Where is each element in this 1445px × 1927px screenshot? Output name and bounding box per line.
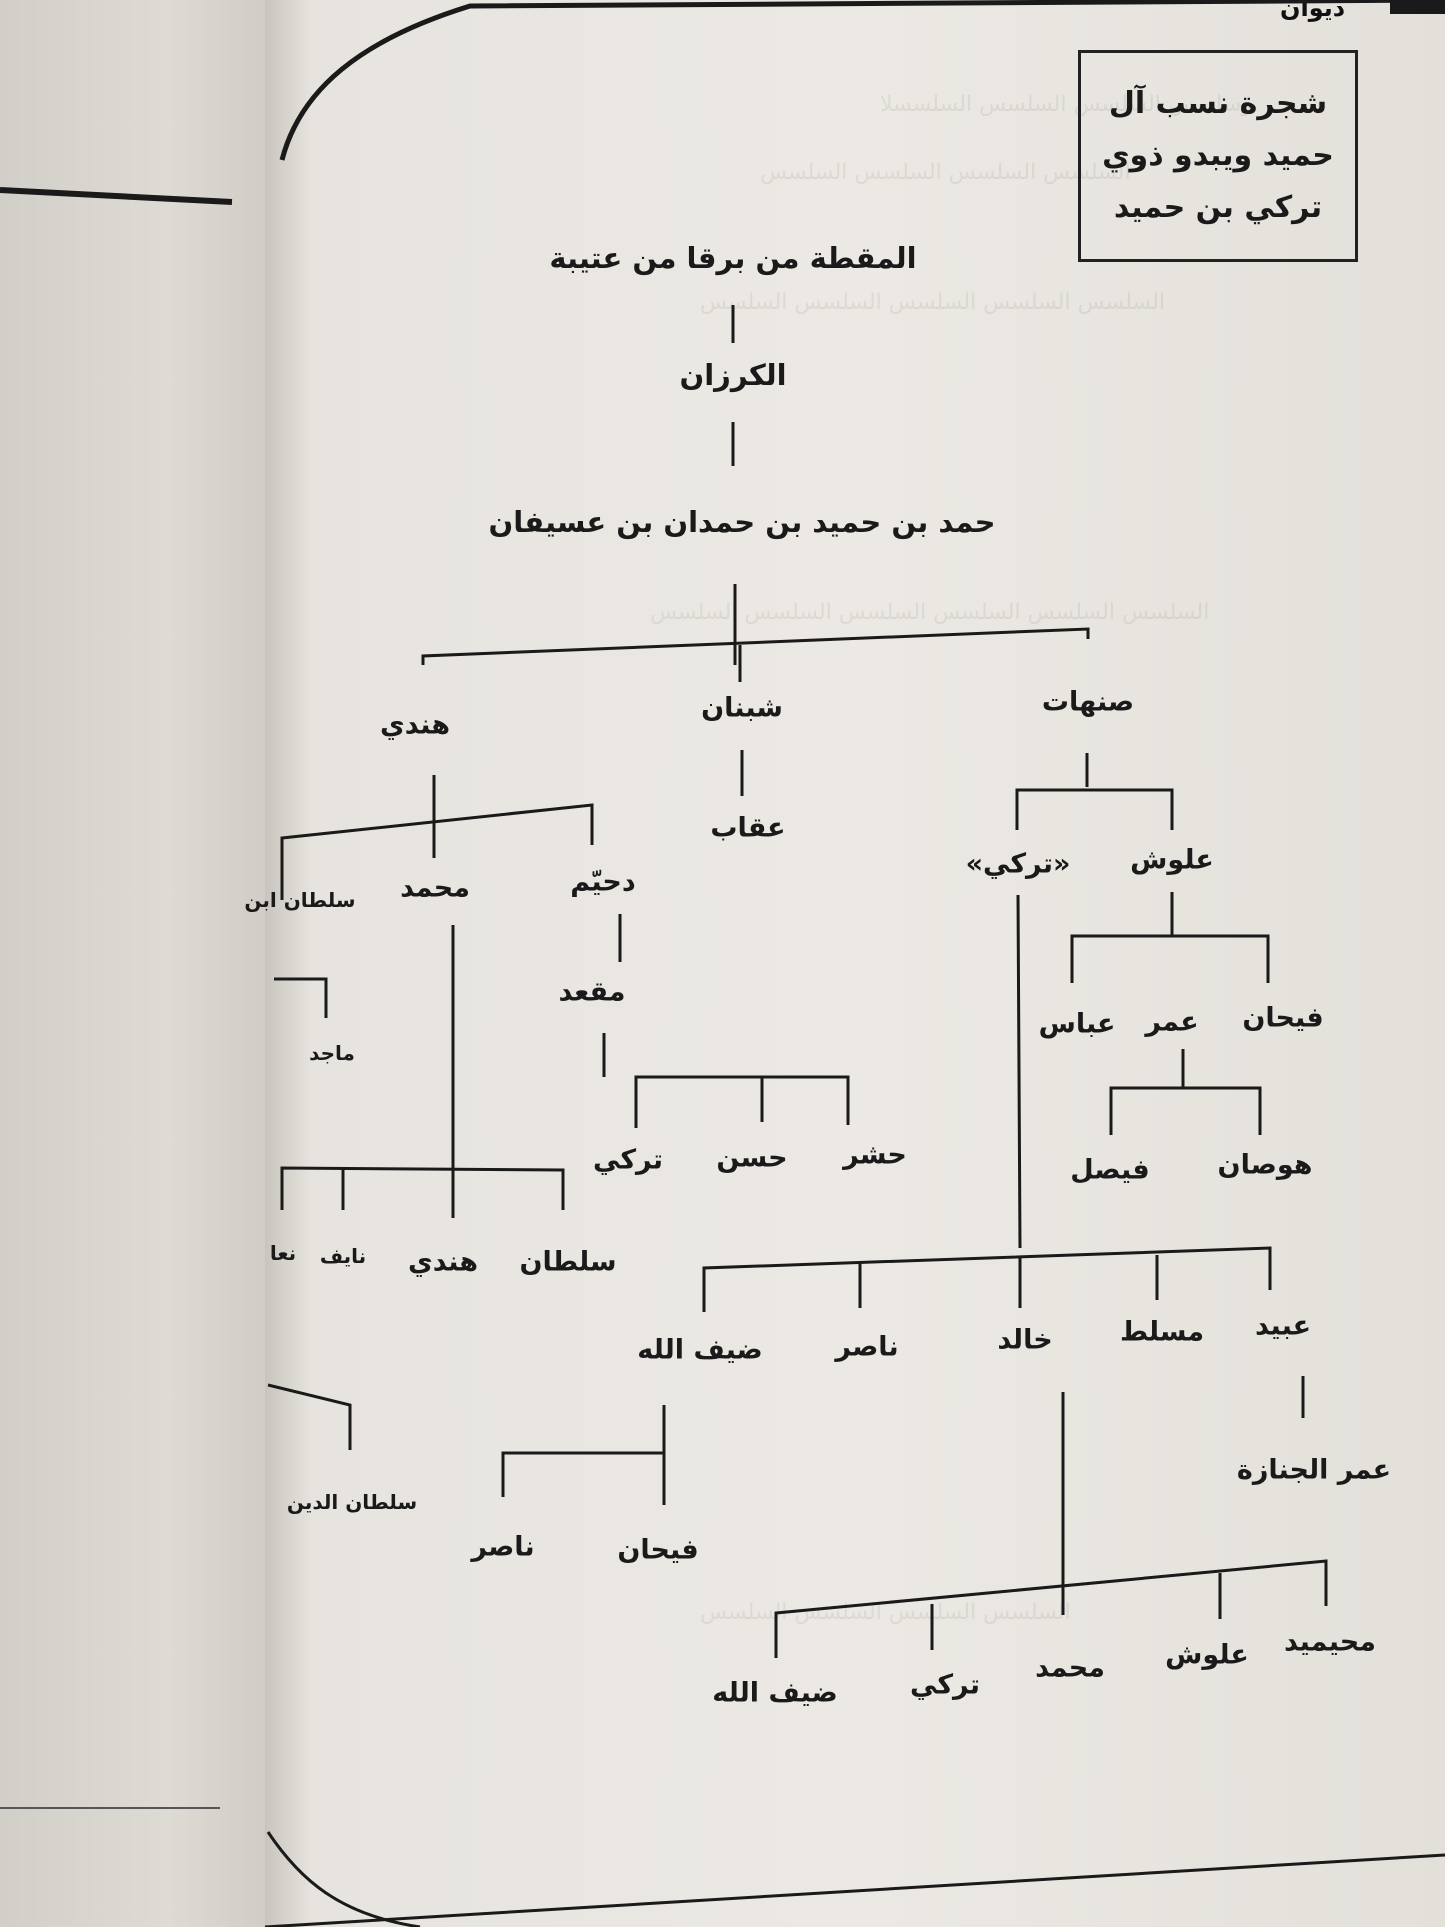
node-turki-quoted: «تركي» — [965, 848, 1071, 880]
node-muqid: مقعد — [558, 976, 626, 1008]
left-page-rule — [0, 187, 233, 205]
node-khalid: خالد — [997, 1324, 1053, 1356]
bleed-through: السلسس السلسس السلسس السلسس السلسس السلس… — [650, 600, 1210, 625]
node-hashr: حشر — [843, 1139, 907, 1171]
bleed-through: وسلسس السلسس السلسس السلسسلا — [880, 92, 1252, 117]
node-sultan-ibn: سلطان ابن — [244, 888, 356, 912]
page-top-curve — [279, 0, 1445, 161]
node-fayhan-2: فيحان — [617, 1534, 699, 1566]
node-allush-2: علوش — [1165, 1639, 1249, 1671]
title-line-3: تركي بن حميد — [1113, 190, 1323, 225]
tree-lines — [267, 305, 1328, 1658]
node-kurzan: الكرزان — [679, 358, 787, 392]
node-muhammad-1: محمد — [400, 872, 470, 904]
node-muhammad-2: محمد — [1035, 1652, 1105, 1684]
bleed-through: السلسس السلسس السلسس السلسس — [760, 160, 1131, 185]
node-husan: هوصان — [1217, 1149, 1313, 1181]
title-line-2: حميد ويبدو ذوي — [1102, 138, 1334, 173]
node-naif-cut: نعا — [269, 1241, 297, 1265]
node-shabnan: شبنان — [701, 692, 783, 724]
node-ubayd: عبيد — [1254, 1310, 1312, 1342]
node-hindi: هندي — [379, 709, 451, 741]
node-hindi-2: هندي — [407, 1246, 479, 1278]
node-musallat: مسلط — [1119, 1316, 1205, 1348]
node-umar-al-jinaza: عمر الجنازة — [1236, 1454, 1392, 1486]
node-nasir-2: ناصر — [471, 1531, 535, 1563]
page-bottom-rule — [264, 1853, 1445, 1927]
title-line-1: شجرة نسب آل — [1108, 86, 1328, 121]
node-dayfallah-2: ضيف الله — [712, 1677, 838, 1709]
node-majid: ماجد — [309, 1041, 355, 1065]
title-box: شجرة نسب آل حميد ويبدو ذوي تركي بن حميد — [1078, 50, 1358, 262]
node-allush: علوش — [1130, 844, 1214, 876]
node-hamad: حمد بن حميد بن حمدان بن عسيفان — [488, 505, 996, 539]
node-turki-3: تركي — [910, 1669, 980, 1701]
node-sultan-al-din: سلطان الدين — [286, 1490, 418, 1514]
node-nayif: نايف — [319, 1244, 367, 1268]
page-bottom-curve — [266, 1831, 421, 1927]
bleed-through: السلسس السلسس السلسس السلسس السلسس — [700, 290, 1165, 315]
running-head: ديوان — [1280, 0, 1346, 22]
node-turki-2: تركي — [593, 1144, 663, 1176]
node-aqqab: عقاب — [710, 812, 786, 844]
node-sanhat: صنهات — [1041, 686, 1135, 718]
left-page — [0, 0, 280, 1927]
node-sultan-2: سلطان — [519, 1246, 617, 1278]
node-nasir-1: ناصر — [835, 1331, 899, 1363]
node-abbas: عباس — [1038, 1008, 1116, 1040]
header-rule — [1390, 0, 1445, 14]
node-fayhan-1: فيحان — [1242, 1002, 1324, 1034]
node-dayfallah-1: ضيف الله — [637, 1334, 763, 1366]
node-duhaym: دحيّم — [570, 866, 636, 898]
node-muhaymid: محيميد — [1284, 1626, 1376, 1658]
node-faysal: فيصل — [1070, 1154, 1150, 1186]
node-hasan: حسن — [716, 1142, 788, 1174]
node-root-origin: المقطة من برقا من عتيبة — [549, 241, 917, 275]
node-umar: عمر — [1145, 1006, 1199, 1038]
